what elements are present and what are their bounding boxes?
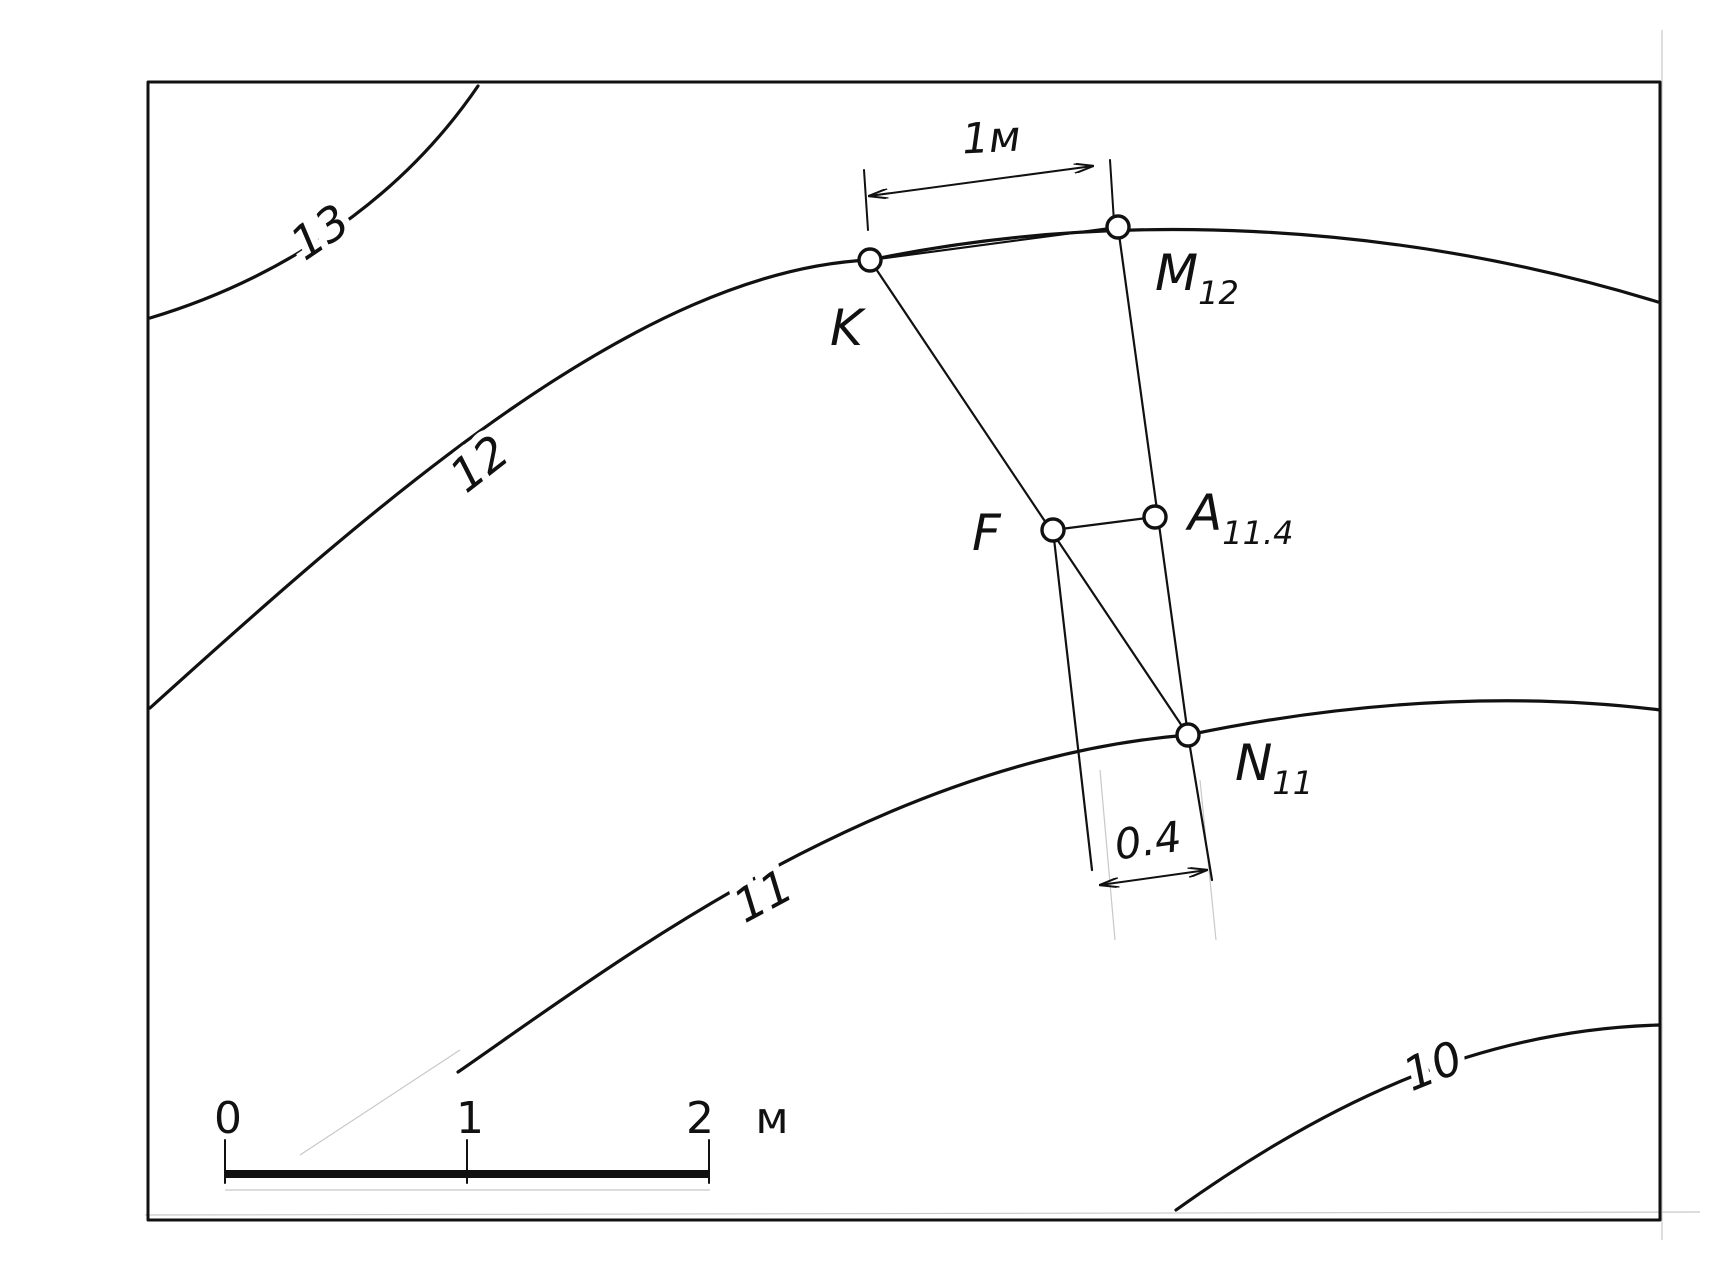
dimension-top: 1м <box>863 112 1115 231</box>
scale-tick-0: 0 <box>214 1093 242 1144</box>
dimension-top-label: 1м <box>961 112 1022 164</box>
contour-line-10 <box>1174 1023 1662 1212</box>
point-m-label: M12 <box>1155 244 1239 312</box>
scale-unit: м <box>755 1093 788 1144</box>
scale-bar: 0 1 2 м <box>214 1093 789 1184</box>
contour-label-11: 11 <box>724 858 801 933</box>
point-k-label: K <box>830 299 867 357</box>
scale-tick-2: 2 <box>686 1093 714 1144</box>
contour-label-12: 12 <box>440 424 519 503</box>
contour-label-10: 10 <box>1395 1030 1470 1102</box>
map-frame <box>146 80 1662 1222</box>
contour-label-13: 13 <box>281 193 360 271</box>
contour-line-13 <box>148 84 480 320</box>
point-f-marker <box>1040 517 1066 543</box>
point-n-marker <box>1175 722 1201 748</box>
point-a-label: A11.4 <box>1185 484 1293 552</box>
point-n-label: N11 <box>1235 734 1313 802</box>
point-f-label: F <box>972 504 1002 562</box>
contour-line-11 <box>456 699 1662 1074</box>
pencil-guides <box>144 30 1701 1240</box>
point-k-marker <box>857 247 883 273</box>
scale-tick-1: 1 <box>456 1093 484 1144</box>
point-a-marker <box>1142 504 1168 530</box>
contour-line-12 <box>148 228 1660 710</box>
construction-lines <box>868 225 1214 882</box>
dimension-bottom: 0.4 <box>1100 812 1207 885</box>
dimension-bottom-label: 0.4 <box>1111 812 1184 870</box>
point-m-marker <box>1105 214 1131 240</box>
